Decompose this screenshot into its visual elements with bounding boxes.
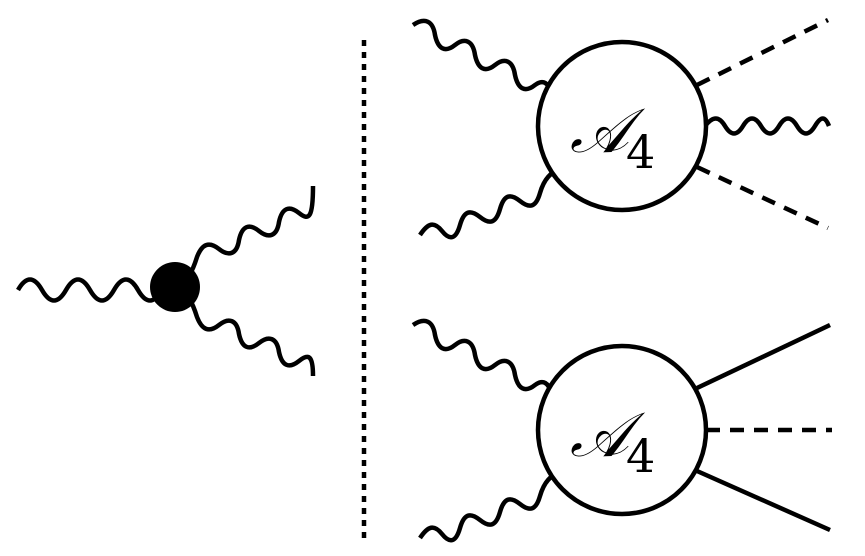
top-amplitude-subscript: 4 xyxy=(626,125,655,179)
bottom-incoming-photon-lower xyxy=(418,466,566,543)
top-incoming-photon-lower xyxy=(418,163,566,240)
bottom-incoming-photon-upper xyxy=(411,318,554,394)
bottom-amplitude-blob xyxy=(535,343,709,517)
bottom-outgoing-solid-lower xyxy=(696,468,831,533)
top-amplitude-blob xyxy=(535,39,709,213)
incoming-photon-line xyxy=(16,277,176,303)
bottom-amplitude-diagram: 𝒜 4 xyxy=(411,318,832,543)
left-vertex-diagram xyxy=(16,185,316,377)
bottom-outgoing-solid-upper xyxy=(696,322,831,391)
top-outgoing-dashed-lower xyxy=(696,164,829,231)
outgoing-photon-upper xyxy=(174,185,316,290)
outgoing-photon-lower xyxy=(174,284,316,377)
vertex-dot xyxy=(150,262,200,312)
bottom-amplitude-subscript: 4 xyxy=(626,429,655,483)
top-incoming-photon-upper xyxy=(411,18,554,94)
top-amplitude-diagram: 𝒜 4 xyxy=(411,17,832,240)
top-outgoing-dashed-upper xyxy=(695,17,830,88)
top-outgoing-photon xyxy=(703,116,832,136)
